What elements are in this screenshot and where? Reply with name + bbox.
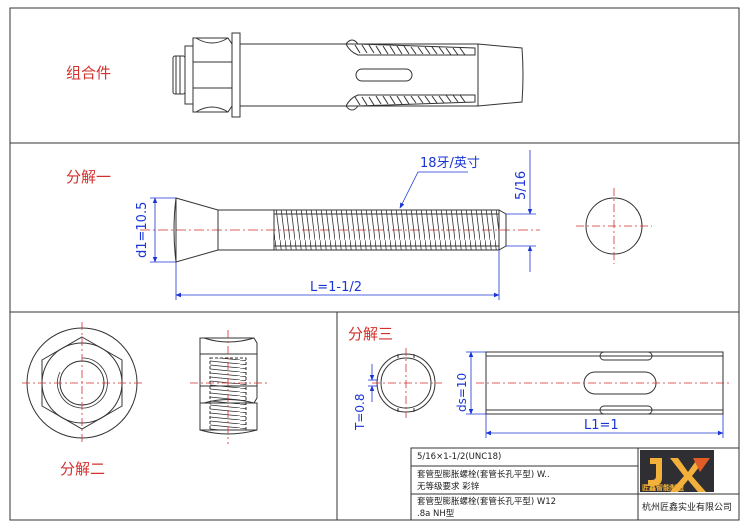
assembly-view xyxy=(172,32,524,118)
company-logo xyxy=(640,450,714,492)
assembly-label: 组合件 xyxy=(66,64,112,82)
sleeve-diameter-label: ds=10 xyxy=(455,373,469,412)
stud-view xyxy=(140,197,540,263)
diameter-label: 5/16 xyxy=(514,171,529,200)
stud-dimensions xyxy=(150,150,536,300)
sleeve-dimensions xyxy=(368,351,724,438)
sleeve-end-view xyxy=(372,348,442,418)
d1-label: d1=10.5 xyxy=(135,202,150,258)
part-name-line3: 套管型膨胀螺栓(套管长孔平型) W12 xyxy=(417,497,557,507)
nut-front-view xyxy=(22,322,142,444)
exploded-3-label: 分解三 xyxy=(348,325,394,343)
part-name-line1: 套管型膨胀螺栓(套管长孔平型) W.. xyxy=(417,470,550,480)
spec-text: 5/16×1-1/2(UNC18) xyxy=(417,452,502,462)
company-name: 杭州匠鑫实业有限公司 xyxy=(642,503,733,513)
length-label: L=1-1/2 xyxy=(310,280,362,295)
exploded-2-label: 分解二 xyxy=(60,460,106,478)
thread-spec-label: 18牙/英寸 xyxy=(420,156,480,171)
sleeve-side-view xyxy=(476,351,732,415)
sleeve-thickness-label: T=0.8 xyxy=(353,394,367,431)
sheet-frame xyxy=(9,7,740,521)
stud-section-view xyxy=(576,188,652,264)
nut-side-view xyxy=(190,330,268,444)
part-name-line4: .8a NH型 xyxy=(417,509,455,519)
logo-tagline: 匠鑫智能制造 xyxy=(642,484,684,492)
exploded-1-label: 分解一 xyxy=(66,168,112,186)
part-name-line2: 无等级要求 彩锌 xyxy=(417,482,480,492)
sleeve-length-label: L1=1 xyxy=(584,418,619,433)
